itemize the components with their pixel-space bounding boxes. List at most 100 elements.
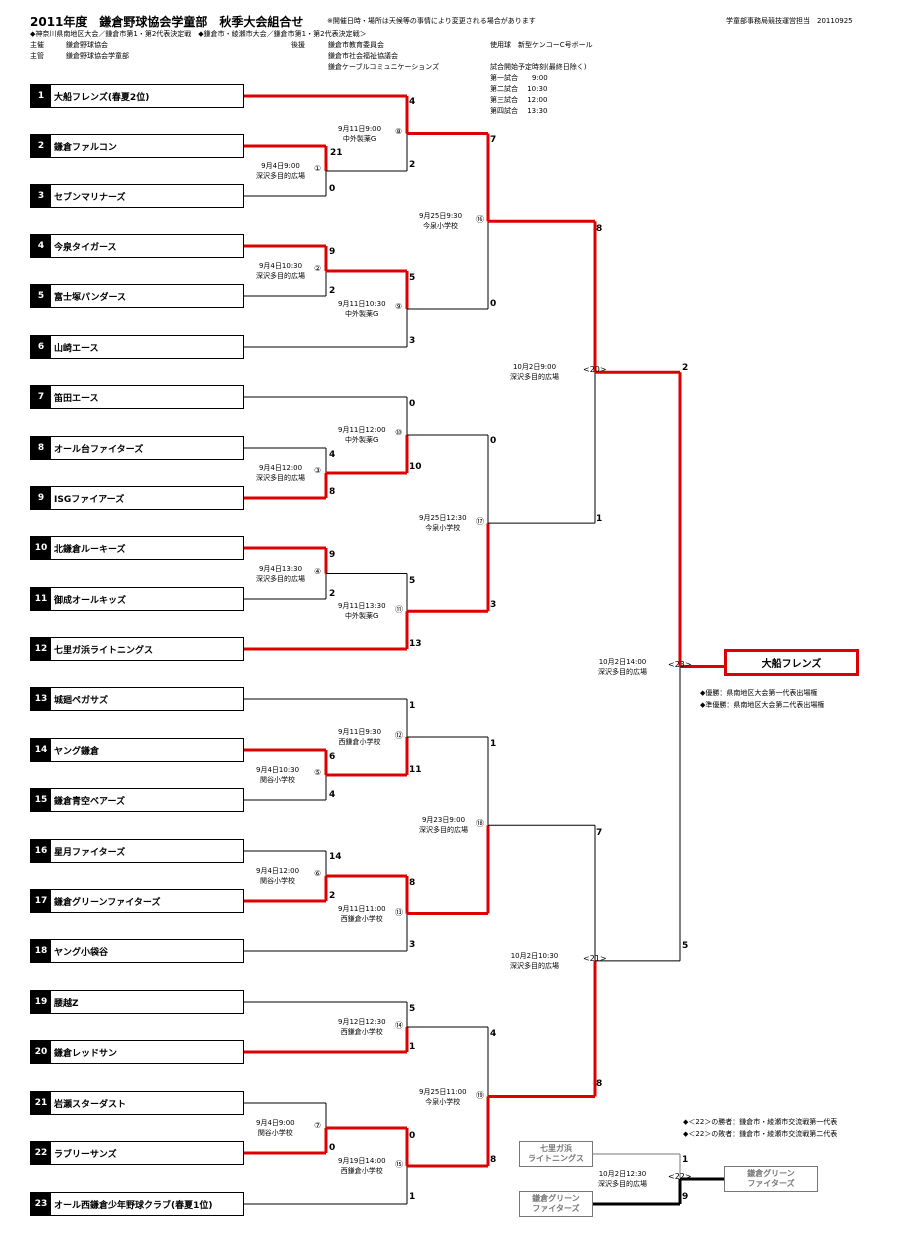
score: 5 <box>409 1004 416 1014</box>
match-place: 今泉小学校 <box>423 222 459 231</box>
team-number: 9 <box>31 487 51 509</box>
match-place: 深沢多目的広場 <box>256 272 305 280</box>
score: 1 <box>682 1155 689 1165</box>
match-number: ① <box>314 164 322 173</box>
score: 6 <box>329 752 336 762</box>
match-place: 中外製薬G <box>345 436 379 444</box>
team-number: 4 <box>31 235 51 257</box>
match-date: 9月11日11:00 <box>338 904 386 913</box>
supporter-3: 鎌倉ケーブルコミュニケーションズ <box>328 63 440 71</box>
match-info: 9月4日12:00 関谷小学校 <box>256 866 299 886</box>
team-name: オール西鎌倉少年野球クラブ(春夏1位) <box>54 1200 213 1211</box>
credit-line: 学童部事務局競技運営担当 20110925 <box>726 17 853 25</box>
match-number: ⑲ <box>476 1090 484 1100</box>
match-date: 9月4日12:00 <box>256 867 300 875</box>
team-number: 18 <box>31 940 51 962</box>
team-name: 鎌倉グリーンファイターズ <box>54 897 161 908</box>
match-place: 深沢多目的広場 <box>510 373 559 382</box>
supporter-2: 鎌倉市社会福祉協議会 <box>328 52 398 60</box>
match-number: ⑬ <box>395 907 403 917</box>
match-place: 西鎌倉小学校 <box>340 914 383 923</box>
team-number: 12 <box>31 638 51 660</box>
team-number: 7 <box>31 386 51 408</box>
match-place: 中外製薬G <box>345 310 379 318</box>
match-place: 西鎌倉小学校 <box>340 1167 383 1175</box>
match-info: 9月4日10:30 深沢多目的広場 <box>256 261 305 281</box>
match-place: 今泉小学校 <box>425 1097 461 1106</box>
page-title: 2011年度 鎌倉野球協会学童部 秋季大会組合せ <box>30 15 304 29</box>
score: 0 <box>490 299 497 309</box>
match-info: 9月4日9:00 関谷小学校 <box>256 1118 295 1138</box>
match-number: ⑫ <box>395 731 403 740</box>
winner-note: ◆優勝：県南地区大会第一代表出場権 <box>700 689 818 697</box>
team-name: ラブリーサンズ <box>54 1149 117 1160</box>
score: 21 <box>330 148 343 158</box>
match-date: 9月4日9:00 <box>256 1119 295 1127</box>
score: 8 <box>596 1079 603 1089</box>
match-place: 中外製薬G <box>345 612 379 621</box>
match-number: ⑦ <box>314 1121 322 1130</box>
match-date: 9月11日13:30 <box>338 602 386 611</box>
match-number: ⑯ <box>476 215 484 225</box>
score: 9 <box>682 1192 689 1202</box>
match-date: 9月25日11:00 <box>419 1087 467 1096</box>
team-number: 23 <box>31 1193 51 1215</box>
score: 8 <box>490 1155 497 1165</box>
match-place: 深沢多目的広場 <box>598 667 647 676</box>
match-date: 9月4日10:30 <box>258 262 303 270</box>
team-number: 20 <box>31 1041 51 1063</box>
match22-top-team: 七里ガ浜 ライトニングス <box>519 1141 593 1167</box>
match-place: 深沢多目的広場 <box>256 474 305 482</box>
team-name: 山崎エース <box>54 343 99 354</box>
match-place: 関谷小学校 <box>260 877 296 885</box>
match-number: ② <box>314 264 322 273</box>
score: 5 <box>682 941 689 951</box>
team-name: 城廻ペガサズ <box>54 695 109 706</box>
team-number: 5 <box>31 285 51 307</box>
match-place: 深沢多目的広場 <box>256 172 305 180</box>
score: 13 <box>409 639 422 649</box>
runner-up-note: ◆準優勝：県南地区大会第二代表出場権 <box>700 701 825 709</box>
team-number: 17 <box>31 890 51 912</box>
team-name: 鎌倉ファルコン <box>54 142 117 153</box>
team-name: 今泉タイガース <box>54 242 117 253</box>
team-number: 1 <box>31 85 51 107</box>
team-name: セブンマリナーズ <box>54 192 126 203</box>
support-label: 後援 <box>291 41 305 49</box>
score: 0 <box>329 1143 336 1153</box>
match-number: <20> <box>583 365 607 375</box>
schedule-2: 第二試合 10:30 <box>490 85 548 93</box>
score: 3 <box>409 940 416 950</box>
score: 2 <box>329 286 336 296</box>
supporter-1: 鎌倉市教育委員会 <box>328 41 384 49</box>
match-date: 9月19日14:00 <box>338 1157 386 1165</box>
match-place: 関谷小学校 <box>257 1129 293 1137</box>
score: 4 <box>329 790 336 800</box>
match-place: 深沢多目的広場 <box>510 961 559 970</box>
match-number: ⑭ <box>395 1021 403 1030</box>
team-number: 15 <box>31 789 51 811</box>
match-date: 9月11日9:00 <box>338 124 382 133</box>
score: 9 <box>329 247 336 257</box>
ball-info: 使用球 新型ケンコーC号ボール <box>490 41 593 49</box>
host-value: 鎌倉野球協会 <box>66 41 108 49</box>
team-name: オール台ファイターズ <box>54 444 144 455</box>
team-name: 鎌倉レッドサン <box>54 1048 118 1059</box>
team-number: 21 <box>31 1092 51 1114</box>
